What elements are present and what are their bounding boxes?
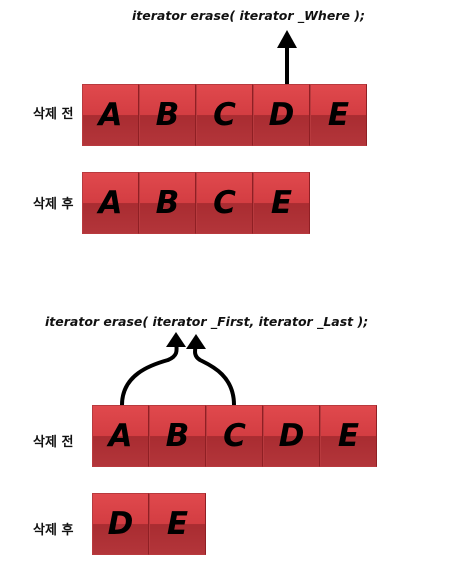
erase-range-signature: iterator erase( iterator _First, iterato… xyxy=(45,314,369,329)
before-label-1: 삭제 전 xyxy=(33,107,74,122)
before-row-2: A B C D E xyxy=(92,405,377,467)
before-label-2: 삭제 전 xyxy=(33,435,74,450)
after-row-1: A B C E xyxy=(82,172,310,234)
after-row-2: D E xyxy=(92,493,206,555)
cell-a: A xyxy=(92,405,149,467)
after-label-1: 삭제 후 xyxy=(33,197,74,212)
cell-d: D xyxy=(253,84,310,146)
cell-b: B xyxy=(139,84,196,146)
cell-e: E xyxy=(253,172,310,234)
after-label-2: 삭제 후 xyxy=(33,523,74,538)
cell-c: C xyxy=(196,172,253,234)
erase-single-signature: iterator erase( iterator _Where ); xyxy=(132,8,366,23)
cell-a: A xyxy=(82,172,139,234)
cell-c: C xyxy=(206,405,263,467)
cell-e: E xyxy=(320,405,377,467)
cell-a: A xyxy=(82,84,139,146)
cell-e: E xyxy=(310,84,367,146)
cell-d: D xyxy=(92,493,149,555)
cell-e: E xyxy=(149,493,206,555)
cell-b: B xyxy=(139,172,196,234)
cell-c: C xyxy=(196,84,253,146)
cell-d: D xyxy=(263,405,320,467)
arrow-up-icon xyxy=(277,30,297,84)
arrow-up-icon xyxy=(120,332,186,406)
cell-b: B xyxy=(149,405,206,467)
arrow-up-icon xyxy=(186,334,236,406)
before-row-1: A B C D E xyxy=(82,84,367,146)
